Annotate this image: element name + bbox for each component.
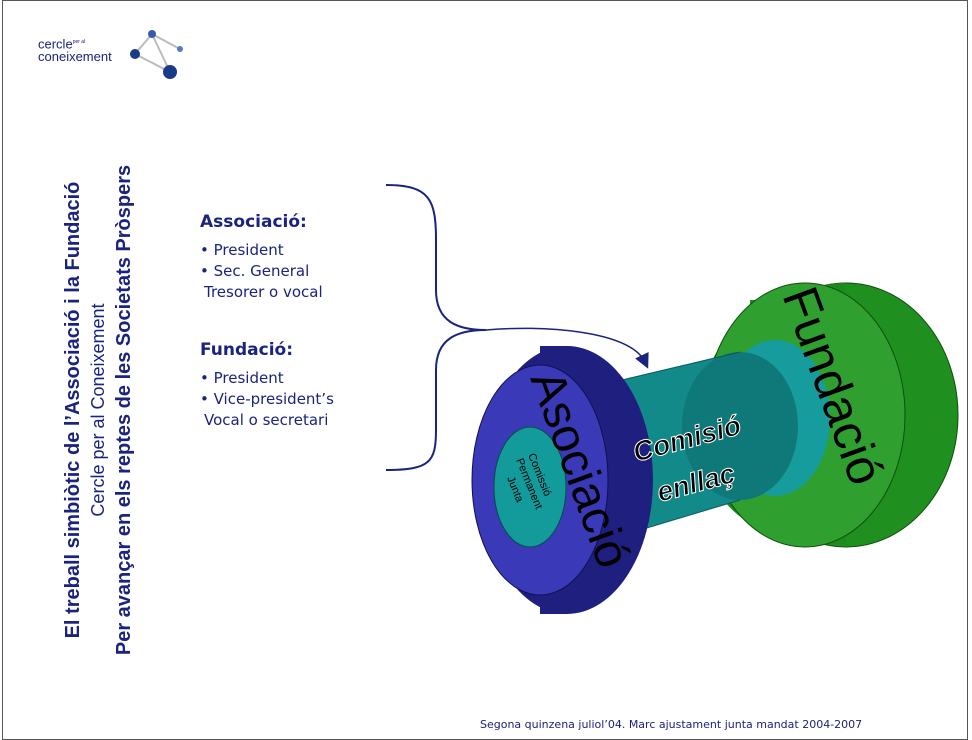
fundacio-heading: Fundació: — [200, 340, 293, 360]
curly-brace — [385, 184, 487, 471]
associacio-item: • Sec. General — [200, 262, 310, 280]
arrow — [485, 327, 649, 369]
associacio-section: Associació: • President • Sec. General T… — [200, 212, 323, 303]
logo: cercleper al coneixement — [30, 24, 190, 84]
footer-text: Segona quinzena juliol’04. Marc ajustame… — [480, 718, 863, 731]
fundacio-item: • President — [200, 369, 284, 387]
fundacio-section: Fundació: • President • Vice-president’s… — [200, 340, 334, 431]
associacio-item: • President — [200, 241, 284, 259]
fundacio-item: Vocal o secretari — [204, 411, 329, 429]
associacio-disc — [471, 346, 653, 614]
associacio-item: Tresorer o vocal — [204, 283, 323, 301]
associacio-heading: Associació: — [200, 212, 307, 232]
fundacio-item: • Vice-president’s — [200, 390, 334, 408]
network-logo-icon — [130, 30, 183, 79]
logo-text: cercleper al coneixement — [38, 36, 112, 65]
